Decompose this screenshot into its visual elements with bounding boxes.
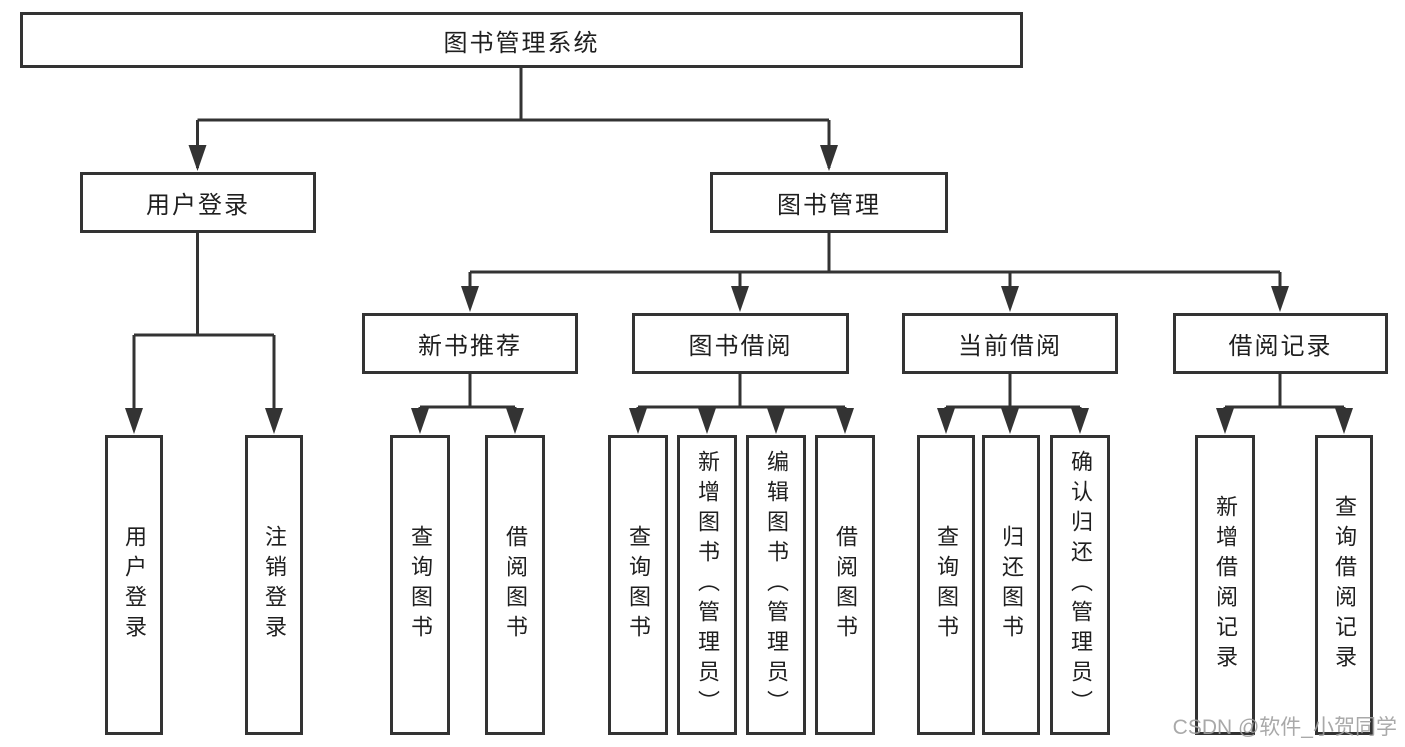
connector-current-borrowing-children [937,374,1089,434]
leaf-add-borrow-record: 新增借阅记录 [1195,435,1255,735]
connector-root-to-level2 [188,68,838,171]
leaf-user-login: 用户登录 [105,435,163,735]
leaf-query-books-3: 查询图书 [917,435,975,735]
connector-user-login-children [125,233,283,434]
leaf-confirm-return-admin: 确认归还（管理员） [1050,435,1110,735]
leaf-logout: 注销登录 [245,435,303,735]
node-current-borrowing: 当前借阅 [902,313,1118,374]
leaf-return-books: 归还图书 [982,435,1040,735]
leaf-query-borrow-record: 查询借阅记录 [1315,435,1373,735]
node-new-book-recommend: 新书推荐 [362,313,578,374]
leaf-borrow-books-2: 借阅图书 [815,435,875,735]
connector-book-management-children [461,233,1289,312]
leaf-borrow-books-1: 借阅图书 [485,435,545,735]
node-borrowing-records: 借阅记录 [1173,313,1388,374]
leaf-query-books-1: 查询图书 [390,435,450,735]
node-book-borrowing: 图书借阅 [632,313,849,374]
leaf-query-books-2: 查询图书 [608,435,668,735]
leaf-edit-books-admin: 编辑图书（管理员） [746,435,806,735]
node-root: 图书管理系统 [20,12,1023,68]
node-user-login: 用户登录 [80,172,316,233]
connector-new-book-recommend-children [411,374,524,434]
connector-borrowing-records-children [1216,374,1353,434]
csdn-watermark: CSDN @软件_小贺同学 [1172,716,1397,739]
node-book-management: 图书管理 [710,172,948,233]
leaf-add-books-admin: 新增图书（管理员） [677,435,737,735]
connector-book-borrowing-children [629,374,854,434]
